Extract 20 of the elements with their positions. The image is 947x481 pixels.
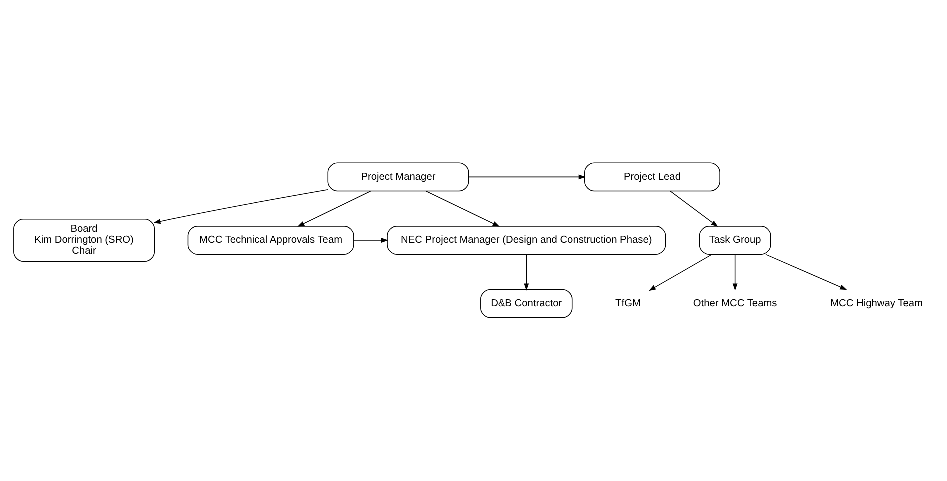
arrow [426, 190, 500, 227]
arrow [298, 190, 372, 227]
node-text: MCC Highway Team [830, 298, 923, 310]
node-box: MCC Technical Approvals Team [188, 226, 354, 255]
node-text: TfGM [616, 298, 641, 310]
node-box: Task Group [699, 226, 772, 255]
node-box: D&B Contractor [480, 289, 573, 318]
arrow [732, 254, 738, 291]
arrow [468, 174, 586, 180]
node-box: Project Manager [328, 162, 470, 192]
arrow [354, 238, 389, 243]
node-box: NEC Project Manager (Design and Construction Phase) [387, 226, 666, 255]
arrow [766, 254, 848, 290]
arrow [670, 190, 718, 228]
arrow [154, 189, 328, 224]
node-box: Board Kim Dorrington (SRO) Chair [14, 219, 156, 262]
arrow [648, 254, 712, 292]
node-text: Other MCC Teams [693, 298, 778, 310]
node-box: Project Lead [584, 162, 720, 192]
arrow [524, 254, 530, 291]
